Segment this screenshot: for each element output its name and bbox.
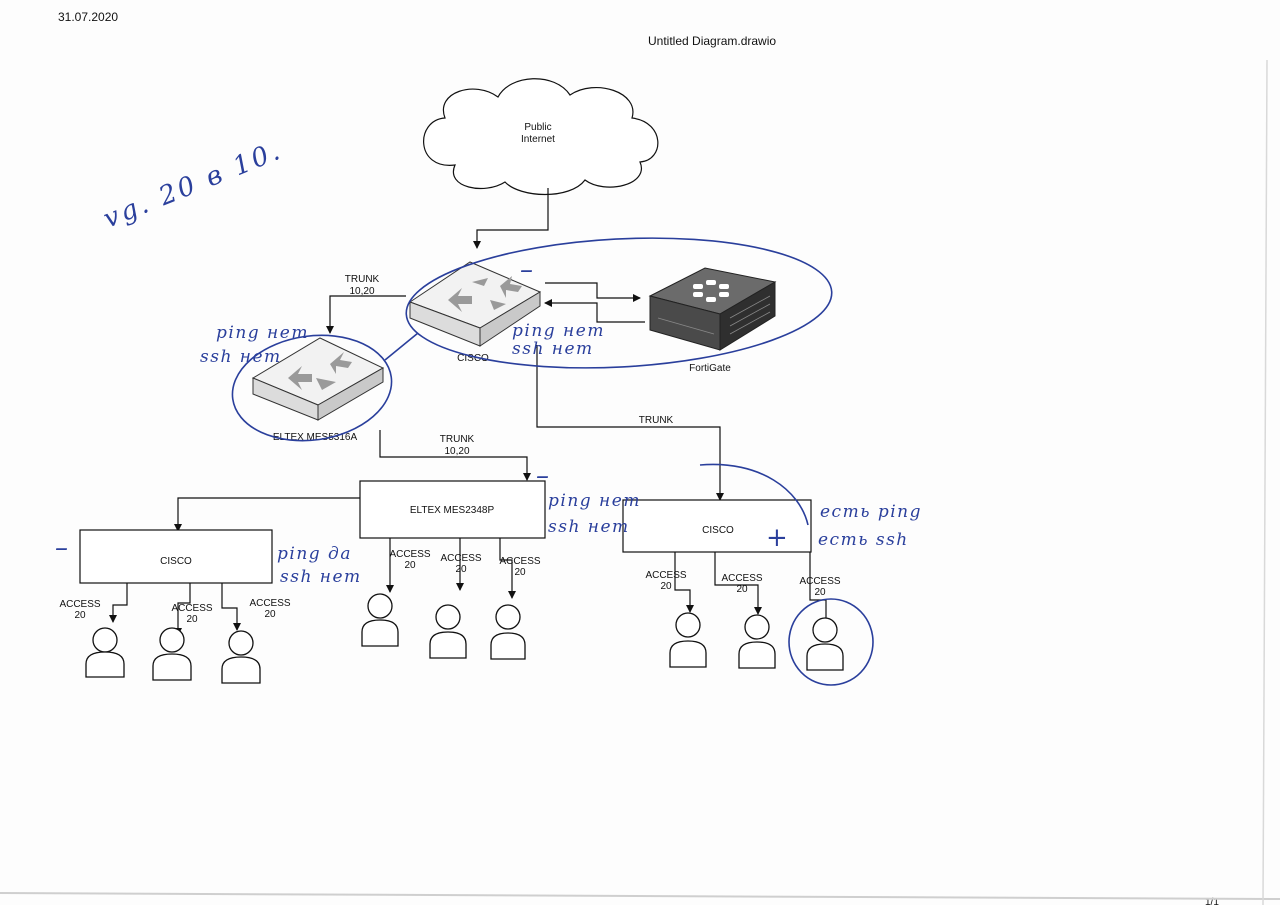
fortinet-logo-icon xyxy=(693,280,729,302)
eltex5316-ping-note: ping нет xyxy=(216,323,309,343)
eltex-mes5316a-switch: ELTEX MES5316A xyxy=(251,337,385,443)
link-fortigate-core xyxy=(544,299,645,323)
minus-mark: – xyxy=(536,461,552,491)
eltex2348-ping-note: ping нет xyxy=(548,491,641,511)
access-vlan: 20 xyxy=(814,587,826,598)
arrow-icon xyxy=(490,300,506,310)
link-eltex5316-eltex2348 xyxy=(379,430,531,481)
access-label: ACCESS xyxy=(721,573,762,584)
cloud-label-internet: Internet xyxy=(521,134,555,145)
cisco-left-ssh-note: ssh нет xyxy=(280,567,362,587)
ink-circle-core xyxy=(405,237,833,369)
fortigate-firewall: FortiGate xyxy=(648,267,777,374)
access-label: ACCESS xyxy=(171,603,212,614)
plus-mark: + xyxy=(766,523,791,553)
user-icon xyxy=(429,604,467,659)
link-eltex2348-cisco-left xyxy=(174,497,360,532)
access-vlan: 20 xyxy=(74,610,86,621)
trunk-label: TRUNK xyxy=(639,415,674,426)
cisco-left-label: CISCO xyxy=(160,556,192,567)
trunk-label: TRUNK xyxy=(440,434,475,445)
ink-circle-eltex5316 xyxy=(231,334,393,442)
core-ssh-note: ssh нет xyxy=(512,339,594,359)
arrow-icon xyxy=(288,366,312,390)
arrow-icon xyxy=(316,378,336,390)
access-labels: ACCESS 20 ACCESS 20 ACCESS 20 ACCESS 20 … xyxy=(59,549,840,625)
minus-mark: – xyxy=(55,533,71,563)
cisco-right-label: CISCO xyxy=(702,525,734,536)
user-icon xyxy=(361,593,399,647)
user-icon xyxy=(806,617,844,671)
eltex2348-ssh-note: ssh нет xyxy=(548,517,630,537)
user-icons xyxy=(85,593,844,684)
arrow-icon xyxy=(500,276,522,298)
page-number: 1/1 xyxy=(1205,897,1219,905)
access-label: ACCESS xyxy=(799,576,840,587)
eltex5316-label: ELTEX MES5316A xyxy=(273,432,358,443)
arrow-icon xyxy=(448,288,472,312)
access-vlan: 20 xyxy=(264,609,276,620)
arrow-icon xyxy=(472,278,488,286)
eltex-mes2348p-box: ELTEX MES2348P xyxy=(359,480,546,539)
minus-mark: – xyxy=(520,255,536,285)
user-icon xyxy=(85,627,125,678)
access-vlan: 20 xyxy=(455,564,467,575)
trunk-vlan-label: 10,20 xyxy=(349,286,374,297)
access-label: ACCESS xyxy=(645,570,686,581)
page-edge xyxy=(0,892,1280,900)
access-label: ACCESS xyxy=(499,556,540,567)
cisco-right-ssh-note: есть ssh xyxy=(818,530,909,550)
core-cisco-switch: CISCO xyxy=(408,261,542,364)
access-label: ACCESS xyxy=(249,598,290,609)
user-icon xyxy=(738,614,776,669)
ink-stroke xyxy=(699,463,809,526)
access-vlan: 20 xyxy=(514,567,526,578)
trunk-label: TRUNK xyxy=(345,274,380,285)
ink-stroke xyxy=(384,332,419,361)
cisco-right-ping-note: есть ping xyxy=(820,502,922,522)
user-icon xyxy=(669,612,707,668)
vlan-note: vg. 20 в 10. xyxy=(99,136,286,235)
cisco-left-ping-note: ping да xyxy=(277,544,352,564)
link-core-cisco-right xyxy=(536,345,724,501)
ink-circle-user xyxy=(788,598,874,686)
core-ping-note: ping нет xyxy=(512,321,605,341)
link-internet-core xyxy=(473,188,549,249)
link-core-fortigate xyxy=(545,282,641,302)
access-vlan: 20 xyxy=(736,584,748,595)
print-date: 31.07.2020 xyxy=(58,10,118,24)
cloud-label-public: Public xyxy=(524,122,551,133)
core-switch-label: CISCO xyxy=(457,353,489,364)
eltex2348-label: ELTEX MES2348P xyxy=(410,505,495,516)
cisco-right-box: CISCO xyxy=(622,499,812,553)
access-label: ACCESS xyxy=(440,553,481,564)
eltex5316-ssh-note: ssh нет xyxy=(200,347,282,367)
fortigate-label: FortiGate xyxy=(689,363,731,374)
access-label: ACCESS xyxy=(389,549,430,560)
page-edge-right xyxy=(1262,59,1268,905)
handwritten-annotations: vg. 20 в 10. ping нет ssh нет ping нет s… xyxy=(55,136,922,686)
access-vlan: 20 xyxy=(660,581,672,592)
cisco-left-box: CISCO xyxy=(79,529,273,584)
access-vlan: 20 xyxy=(404,560,416,571)
public-internet-cloud: Public Internet xyxy=(423,78,659,196)
link-core-eltex5316 xyxy=(326,295,406,334)
document-title: Untitled Diagram.drawio xyxy=(648,34,776,48)
trunk-vlan-label: 10,20 xyxy=(444,446,469,457)
arrow-icon xyxy=(330,352,352,374)
fortigate-ports xyxy=(657,295,771,335)
connectors xyxy=(109,188,830,636)
user-icon xyxy=(490,604,526,660)
user-icon xyxy=(221,630,261,684)
access-label: ACCESS xyxy=(59,599,100,610)
access-vlan: 20 xyxy=(186,614,198,625)
user-icon xyxy=(152,627,192,681)
